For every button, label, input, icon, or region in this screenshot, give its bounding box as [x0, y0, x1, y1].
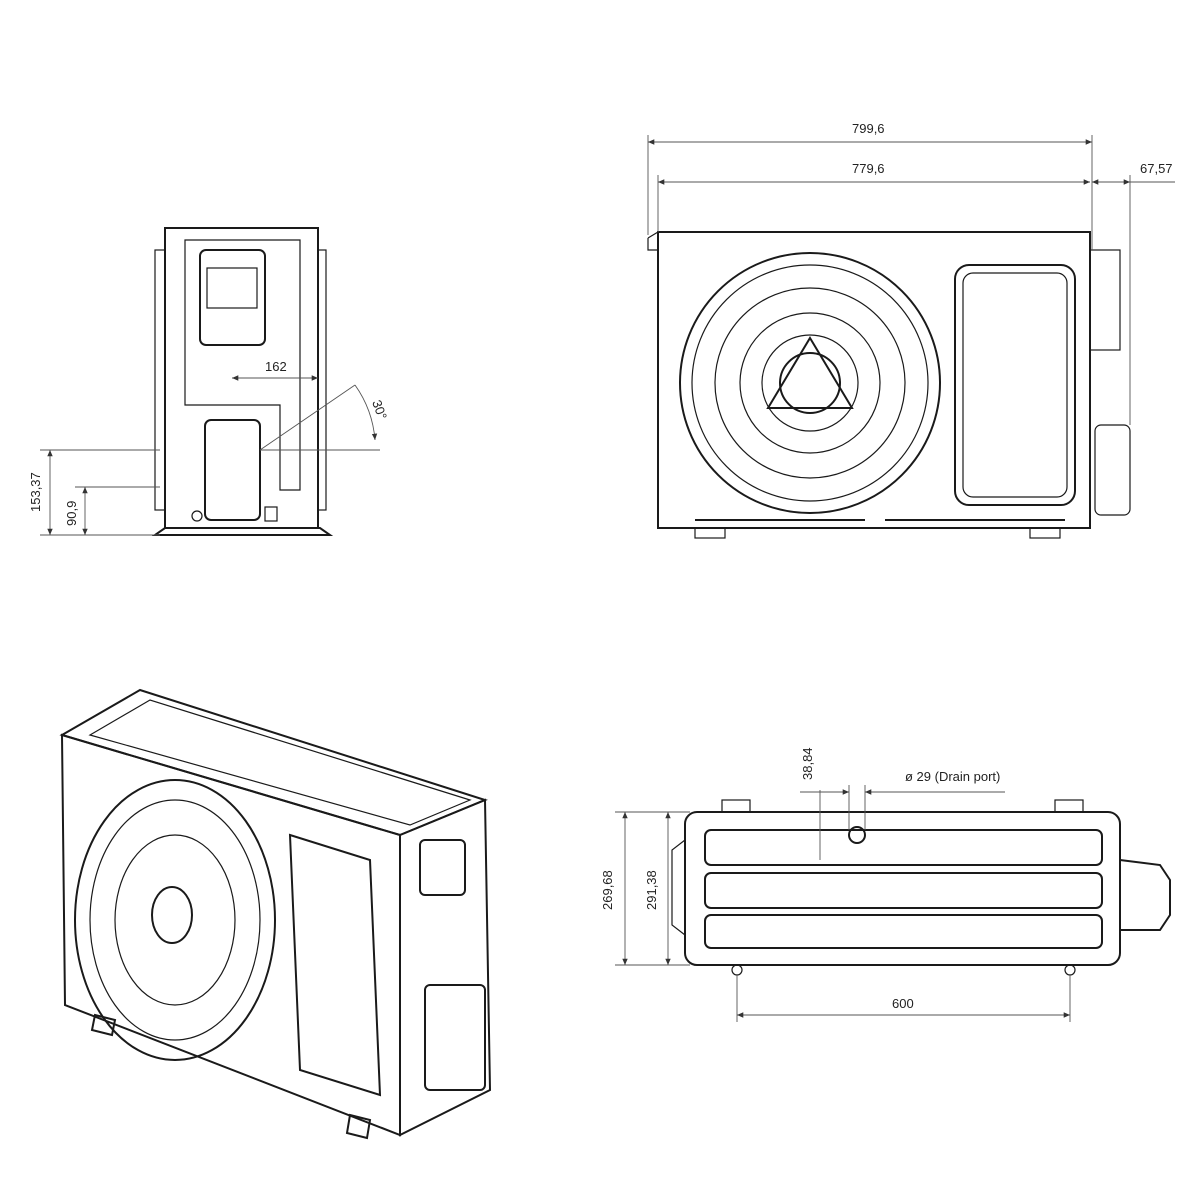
drain-port-label: ø 29 (Drain port)	[905, 769, 1000, 784]
dim-38-84: 38,84	[800, 747, 815, 780]
dim-153-37: 153,37	[28, 472, 43, 512]
front-view	[647, 231, 1131, 539]
dim-799-6: 799,6	[852, 121, 885, 136]
side-view-dimensions: 162 30° 153,37 90,9	[28, 359, 390, 536]
dim-600: 600	[892, 996, 914, 1011]
top-view-dimensions: 269,68 291,38 600 38,84 ø 29 (Drain port…	[600, 747, 1071, 1022]
dim-162: 162	[265, 359, 287, 374]
front-view-dimensions: 799,6 779,6 67,57	[647, 121, 1175, 425]
dim-90-9: 90,9	[64, 501, 79, 526]
dim-291-38: 291,38	[644, 870, 659, 910]
dim-269-68: 269,68	[600, 870, 615, 910]
dim-67-57: 67,57	[1140, 161, 1173, 176]
isometric-view	[59, 688, 492, 1140]
side-view	[151, 227, 334, 536]
dim-779-6: 779,6	[852, 161, 885, 176]
top-view	[671, 799, 1171, 976]
dim-angle: 30°	[369, 398, 390, 422]
